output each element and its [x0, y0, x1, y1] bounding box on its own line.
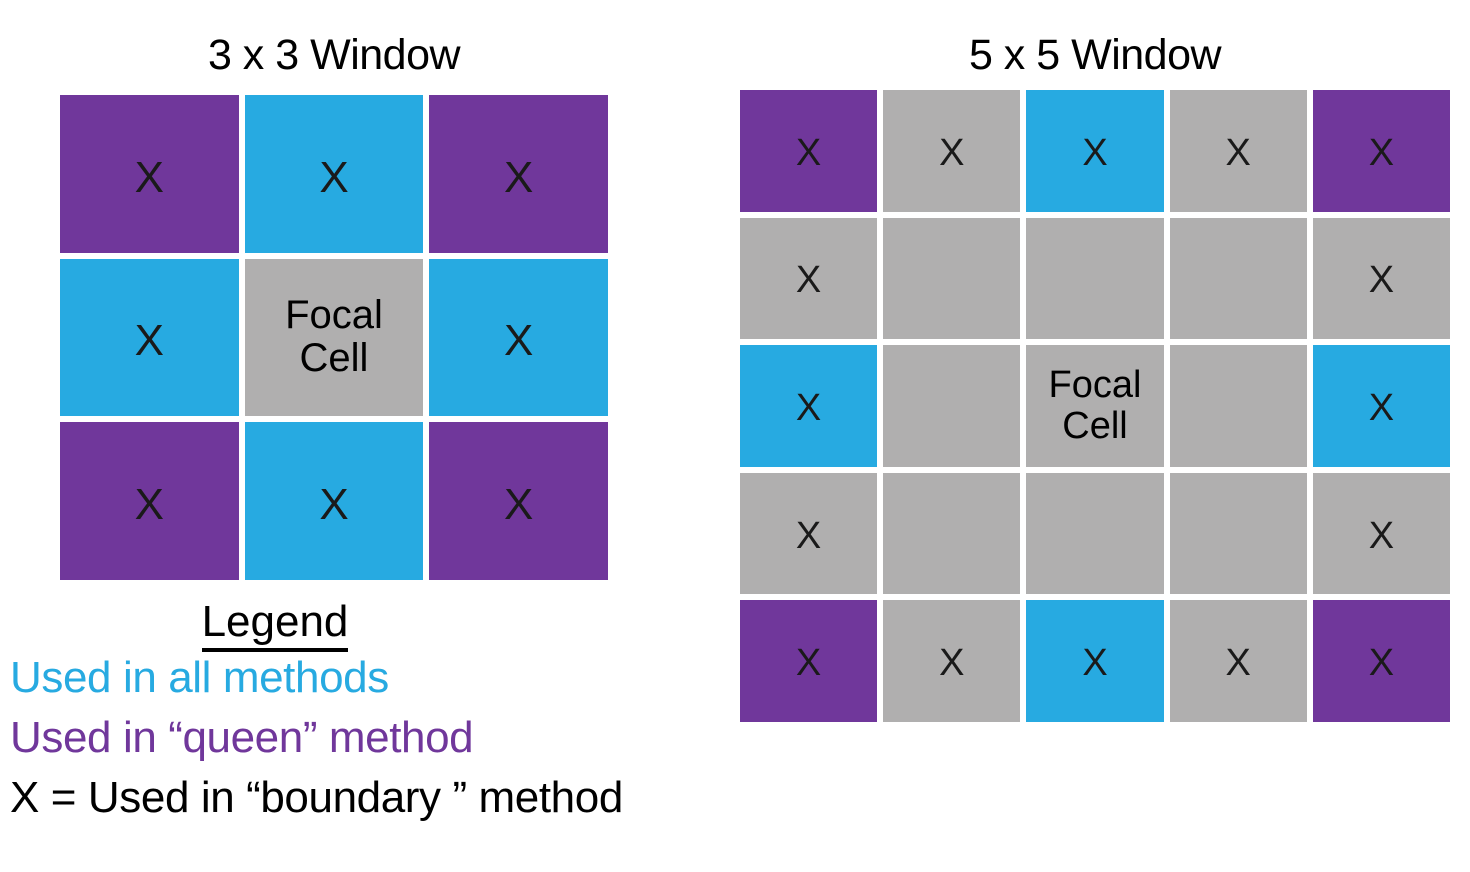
boundary-marker-x: X	[1225, 131, 1251, 174]
boundary-marker-x: X	[503, 152, 534, 202]
boundary-marker-x: X	[795, 131, 822, 174]
boundary-marker-x: X	[319, 480, 349, 530]
grid-cell-3x3-r1c3: X	[429, 95, 608, 253]
grid-cell-5x5-r2c2	[883, 217, 1021, 340]
grid-cell-3x3-r2c3: X	[429, 258, 608, 417]
grid-cell-5x5-r1c4: X	[1169, 90, 1307, 212]
grid-cell-5x5-r4c1: X	[740, 472, 878, 595]
boundary-marker-x: X	[503, 480, 534, 530]
grid-cell-5x5-r1c5: X	[1312, 90, 1450, 212]
grid-cell-5x5-r4c4	[1169, 472, 1307, 595]
boundary-marker-x: X	[795, 386, 822, 429]
boundary-marker-x: X	[795, 514, 822, 557]
boundary-marker-x: X	[503, 316, 534, 366]
grid-cell-3x3-r2c2: Focal Cell	[244, 258, 424, 417]
grid-cell-3x3-r3c1: X	[60, 422, 239, 580]
grid-cell-5x5-r3c1: X	[740, 345, 878, 467]
legend: Legend Used in all methods Used in “quee…	[10, 597, 730, 827]
panel-title-3x3: 3 x 3 Window	[207, 31, 461, 79]
legend-title: Legend	[10, 597, 540, 652]
grid-cell-5x5-r2c4	[1169, 217, 1307, 340]
boundary-marker-x: X	[939, 642, 965, 685]
panel-title-5x5: 5 x 5 Window	[968, 31, 1222, 79]
grid-cell-5x5-r5c2: X	[883, 600, 1021, 722]
boundary-marker-x: X	[1082, 642, 1108, 685]
grid-cell-5x5-r1c1: X	[740, 90, 878, 212]
boundary-marker-x: X	[319, 152, 349, 202]
grid-cell-5x5-r4c5: X	[1312, 472, 1450, 595]
grid-cell-5x5-r4c2	[883, 472, 1021, 595]
boundary-marker-x: X	[134, 316, 164, 366]
boundary-marker-x: X	[1368, 642, 1395, 685]
grid-cell-5x5-r1c3: X	[1026, 90, 1164, 212]
grid-cell-5x5-r5c3: X	[1026, 600, 1164, 722]
grid-cell-5x5-r3c4	[1169, 345, 1307, 467]
grid-cell-3x3-r1c1: X	[60, 95, 239, 253]
boundary-marker-x: X	[1225, 642, 1251, 685]
grid-cell-5x5-r2c5: X	[1312, 217, 1450, 340]
grid-cell-3x3-r3c2: X	[244, 422, 424, 580]
boundary-marker-x: X	[134, 152, 164, 202]
grid-cell-3x3-r1c2: X	[244, 95, 424, 253]
boundary-marker-x: X	[1082, 131, 1108, 174]
boundary-marker-x: X	[1368, 514, 1395, 557]
focal-cell-label: Focal Cell	[1048, 363, 1142, 447]
grid-cell-5x5-r5c4: X	[1169, 600, 1307, 722]
legend-entry-boundary-method: X = Used in “boundary ” method	[10, 772, 623, 822]
boundary-marker-x: X	[1368, 386, 1395, 429]
grid-cell-3x3-r2c1: X	[60, 258, 239, 417]
grid-cell-5x5-r1c2: X	[883, 90, 1021, 212]
legend-title-text: Legend	[201, 597, 349, 652]
boundary-marker-x: X	[795, 642, 822, 685]
boundary-marker-x: X	[939, 131, 965, 174]
boundary-marker-x: X	[1368, 259, 1395, 302]
grid-cell-3x3-r3c3: X	[429, 422, 608, 580]
legend-entry-all-methods: Used in all methods	[10, 653, 389, 702]
grid-cell-5x5-r3c5: X	[1312, 345, 1450, 467]
legend-entry-queen-method: Used in “queen” method	[10, 712, 474, 762]
grid-cell-5x5-r2c3	[1026, 217, 1164, 340]
grid-cell-5x5-r3c3: Focal Cell	[1026, 345, 1164, 467]
boundary-marker-x: X	[795, 259, 822, 302]
boundary-marker-x: X	[134, 480, 164, 530]
focal-cell-label: Focal Cell	[285, 293, 383, 381]
grid-cell-5x5-r5c5: X	[1312, 600, 1450, 722]
grid-cell-5x5-r2c1: X	[740, 217, 878, 340]
boundary-marker-x: X	[1368, 131, 1395, 174]
grid-cell-5x5-r3c2	[883, 345, 1021, 467]
grid-cell-5x5-r5c1: X	[740, 600, 878, 722]
grid-cell-5x5-r4c3	[1026, 472, 1164, 595]
